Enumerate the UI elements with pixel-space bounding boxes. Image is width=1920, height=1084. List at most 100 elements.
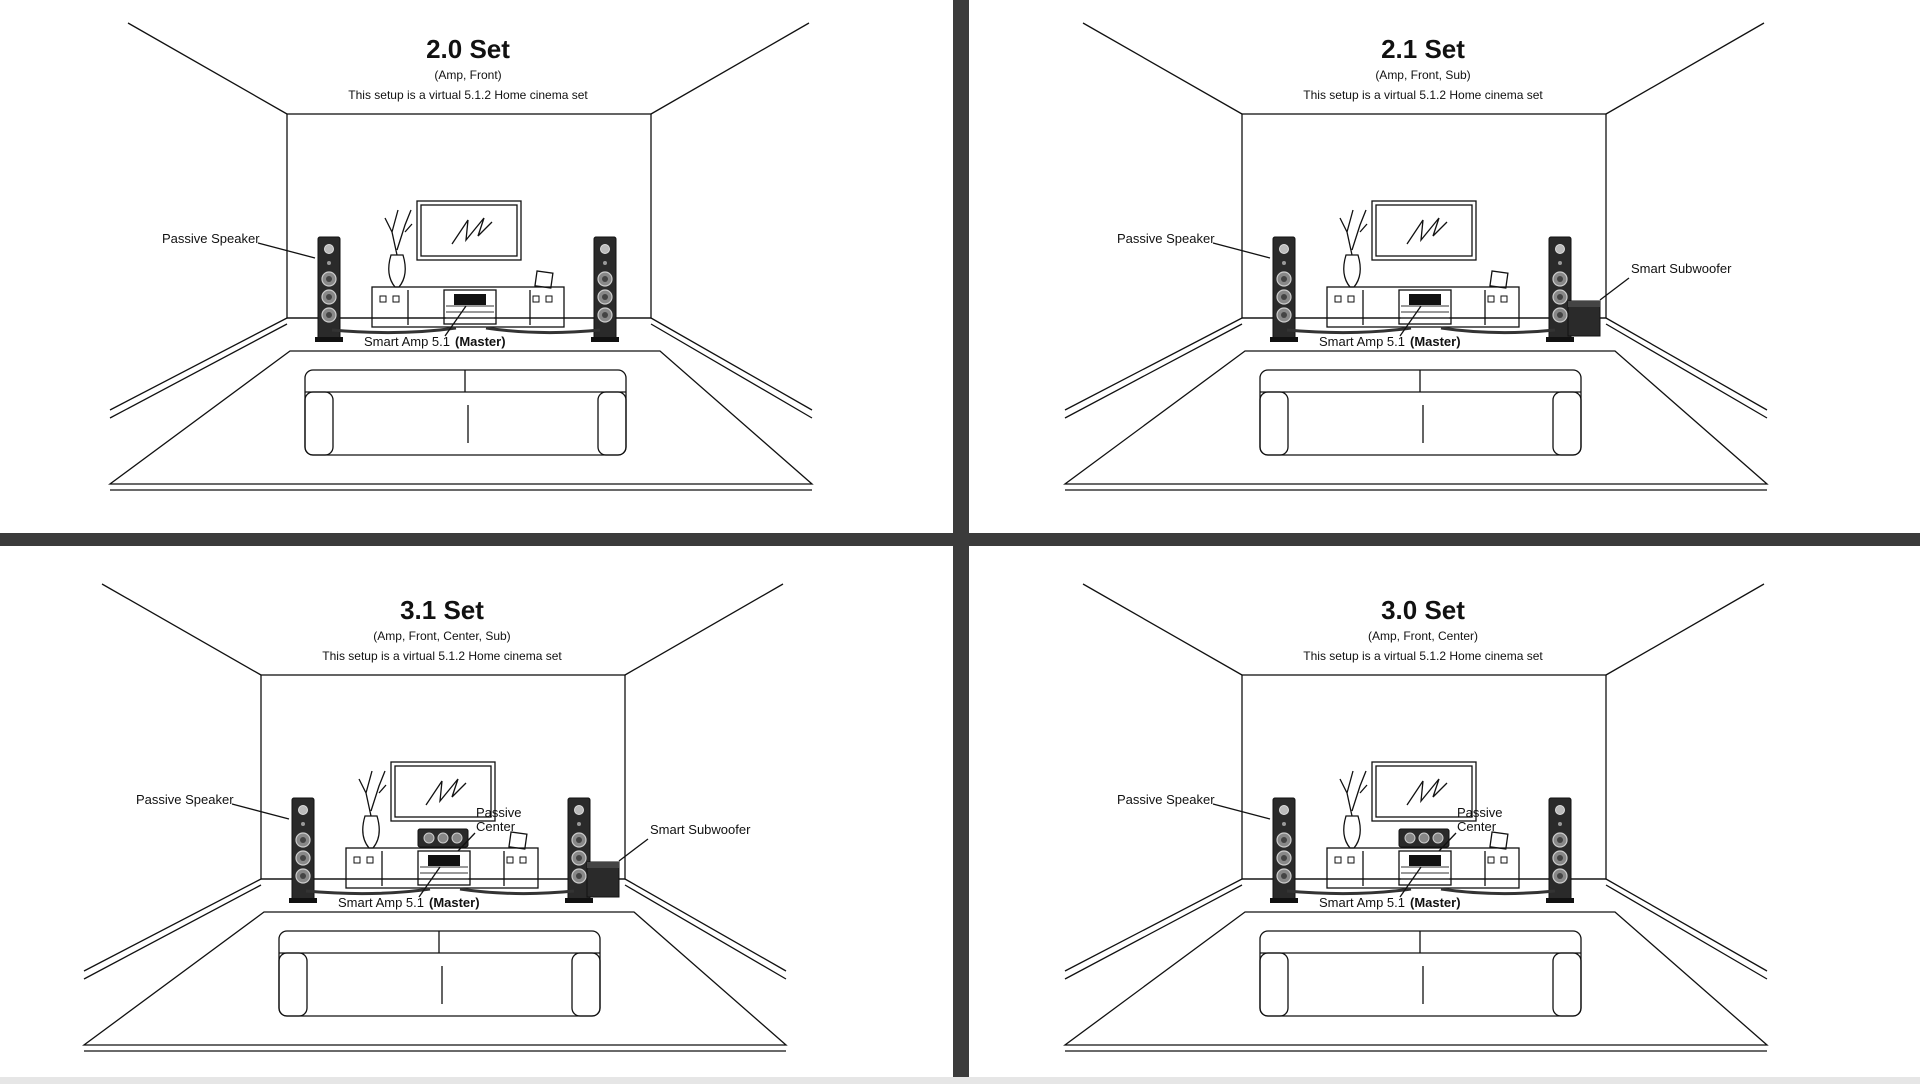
room-edge [624,583,784,676]
set-title: 2.0 Set [426,34,510,64]
baseboard-right [650,323,813,419]
room-illustration: 2.1 Set(Amp, Front, Sub)This setup is a … [1063,22,1769,491]
passive-center-label-2: Center [476,819,516,834]
picture-frame [1489,831,1509,850]
smart-amp-leader [1399,866,1422,898]
set-components: (Amp, Front, Center) [1368,629,1478,643]
left-tower-speaker [1270,797,1298,903]
speaker-cables [305,887,575,896]
smart-amp-role: (Master) [455,334,506,349]
room-group: 2.0 Set (Amp, Front) This setup is a virtu… [108,22,814,491]
room-edge [1605,583,1765,676]
passive-center-label: Passive [1457,805,1503,820]
media-cabinet [371,286,565,328]
smart-amp-label: Smart Amp 5.1(Master) [1319,895,1461,910]
rug [1063,350,1769,485]
smart-amp-role: (Master) [429,895,480,910]
vase [1339,770,1368,849]
set-title: 3.1 Set [400,595,484,625]
media-cabinet [1326,847,1520,889]
left-tower-speaker [315,236,343,342]
panel-2-1: 2.1 Set(Amp, Front, Sub)This setup is a … [969,0,1920,533]
baseboard-right [1605,323,1768,419]
room-edge [1605,317,1768,411]
media-cabinet [1326,286,1520,328]
rug [108,350,814,485]
vase [384,209,413,288]
smart-amp-label: Smart Amp 5.1(Master) [1319,334,1461,349]
subwoofer [586,861,620,898]
panel-3-1: 3.1 Set (Amp, Front, Center, Sub) This set… [0,546,953,1079]
smart-amp-label: Smart Amp 5.1(Master) [338,895,480,910]
set-note: This setup is a virtual 5.1.2 Home cinem… [322,649,562,663]
subwoofer-leader [1599,277,1630,301]
rug [1063,911,1769,1046]
right-tower-speaker [1546,236,1574,342]
passive-speaker-leader [1212,242,1271,259]
right-tower-speaker [565,797,593,903]
passive-speaker-leader [231,803,290,820]
right-tower-speaker [591,236,619,342]
room-group: 3.0 Set(Amp, Front, Center)This setup is… [1063,583,1769,1052]
tv-reflection [425,778,467,806]
smart-amp-box [1409,855,1441,866]
passive-speaker-label: Passive Speaker [162,231,260,246]
room-edge [624,878,787,972]
rug [82,911,788,1046]
set-components: (Amp, Front, Sub) [1375,68,1470,82]
tv [1371,200,1477,261]
smart-amp-box [1409,294,1441,305]
left-tower-speaker [289,797,317,903]
set-note: This setup is a virtual 5.1.2 Home cinem… [1303,649,1543,663]
tv-reflection [451,217,493,245]
right-tower-speaker [1546,797,1574,903]
subwoofer-label: Smart Subwoofer [1631,261,1732,276]
center-speaker [417,828,469,848]
tv-reflection [1406,778,1448,806]
left-tower-speaker [1270,236,1298,342]
room-edge [127,22,288,115]
smart-amp-box [428,855,460,866]
panel-2-0: 2.0 Set (Amp, Front) This setup is a virtu… [0,0,953,533]
room-edge [109,317,288,411]
picture-frame [1489,270,1509,289]
room-illustration: 3.1 Set (Amp, Front, Center, Sub) This set… [82,583,788,1052]
speaker-cables [1286,887,1556,896]
room-group: 3.1 Set (Amp, Front, Center, Sub) This set… [82,583,788,1052]
tv-reflection [1406,217,1448,245]
passive-speaker-label: Passive Speaker [1117,231,1215,246]
room-group: 2.1 Set(Amp, Front, Sub)This setup is a … [1063,22,1769,491]
smart-amp-leader [418,866,441,898]
tv-screen [394,765,492,818]
smart-amp-leader [444,305,467,337]
passive-speaker-label: Passive Speaker [1117,792,1215,807]
sofa [278,930,601,1017]
vase [1339,209,1368,288]
subwoofer-label: Smart Subwoofer [650,822,751,837]
subwoofer-leader [618,838,649,862]
center-speaker [1398,828,1450,848]
room-edge [650,317,813,411]
media-cabinet [345,847,539,889]
set-note: This setup is a virtual 5.1.2 Home cinem… [348,88,588,102]
baseboard-left [1064,884,1243,980]
room-edge [1605,22,1765,115]
set-components: (Amp, Front) [434,68,501,82]
passive-center-label-2: Center [1457,819,1497,834]
baseboard-left [1064,323,1243,419]
passive-speaker-leader [257,242,316,259]
tv-screen [1375,204,1473,257]
room-edge [1605,878,1768,972]
smart-amp-label: Smart Amp 5.1(Master) [364,334,506,349]
baseboard-left [83,884,262,980]
set-components: (Amp, Front, Center, Sub) [373,629,510,643]
horizontal-divider [0,533,1920,546]
picture-frame [534,270,554,289]
passive-speaker-leader [1212,803,1271,820]
tv [1371,761,1477,822]
sofa [1259,369,1582,456]
picture-frame [508,831,528,850]
room-illustration: 2.0 Set (Amp, Front) This setup is a virtu… [108,22,814,491]
smart-amp-role: (Master) [1410,334,1461,349]
tv-screen [420,204,518,257]
